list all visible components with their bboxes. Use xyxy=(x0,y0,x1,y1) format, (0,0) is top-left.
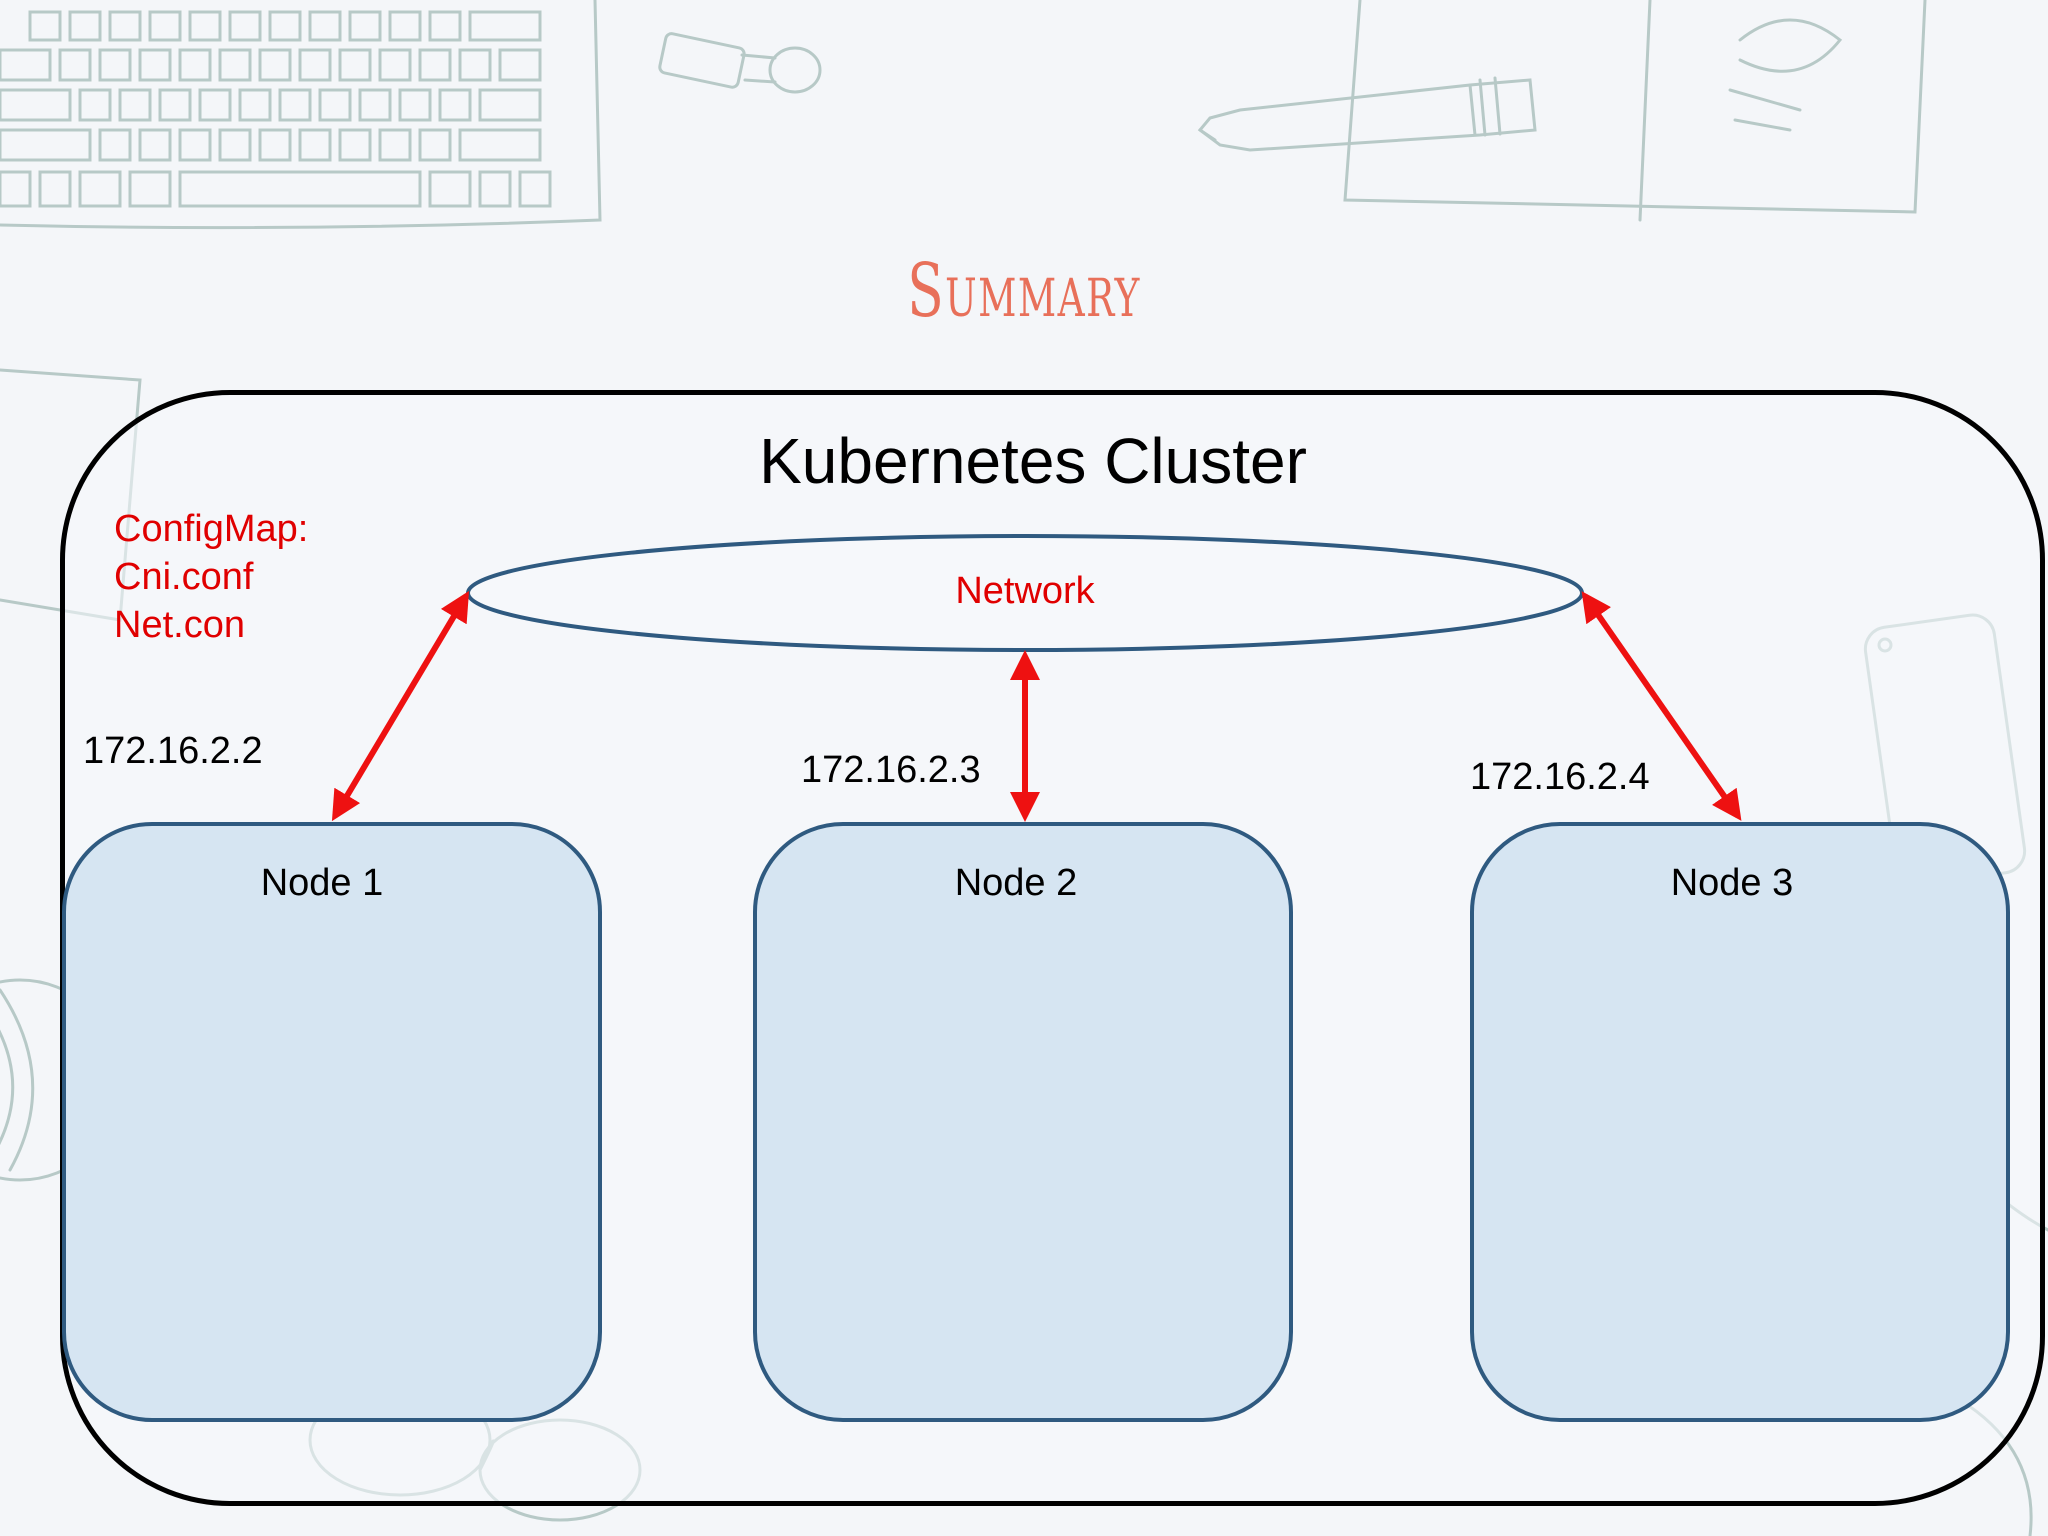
configmap-line: Net.con xyxy=(114,604,245,646)
node-3-label: Node 3 xyxy=(1670,862,1794,904)
slide-title: Summary xyxy=(907,248,1141,334)
notebook-sketch-icon xyxy=(1343,0,1927,222)
node-2-label: Node 2 xyxy=(954,862,1078,904)
node-3-box xyxy=(1470,822,2010,1422)
usb-stick-sketch-icon xyxy=(658,32,822,94)
node-1-label: Node 1 xyxy=(260,862,384,904)
node-2-ip: 172.16.2.3 xyxy=(801,749,981,791)
cluster-title: Kubernetes Cluster xyxy=(759,425,1307,497)
network-label: Network xyxy=(955,570,1095,612)
configmap-line: Cni.conf xyxy=(114,556,254,598)
node-3-network-arrow xyxy=(1581,591,1742,821)
keyboard-sketch-icon xyxy=(0,0,602,230)
node-1-network-arrow xyxy=(331,590,470,822)
marker-sketch-icon xyxy=(1197,76,1537,152)
configmap-line: ConfigMap: xyxy=(114,508,309,550)
node-2-box xyxy=(753,822,1293,1422)
node-1-box xyxy=(62,822,602,1422)
configmap-note: ConfigMap: Cni.conf Net.con xyxy=(114,505,308,649)
node-1-ip: 172.16.2.2 xyxy=(83,730,263,772)
